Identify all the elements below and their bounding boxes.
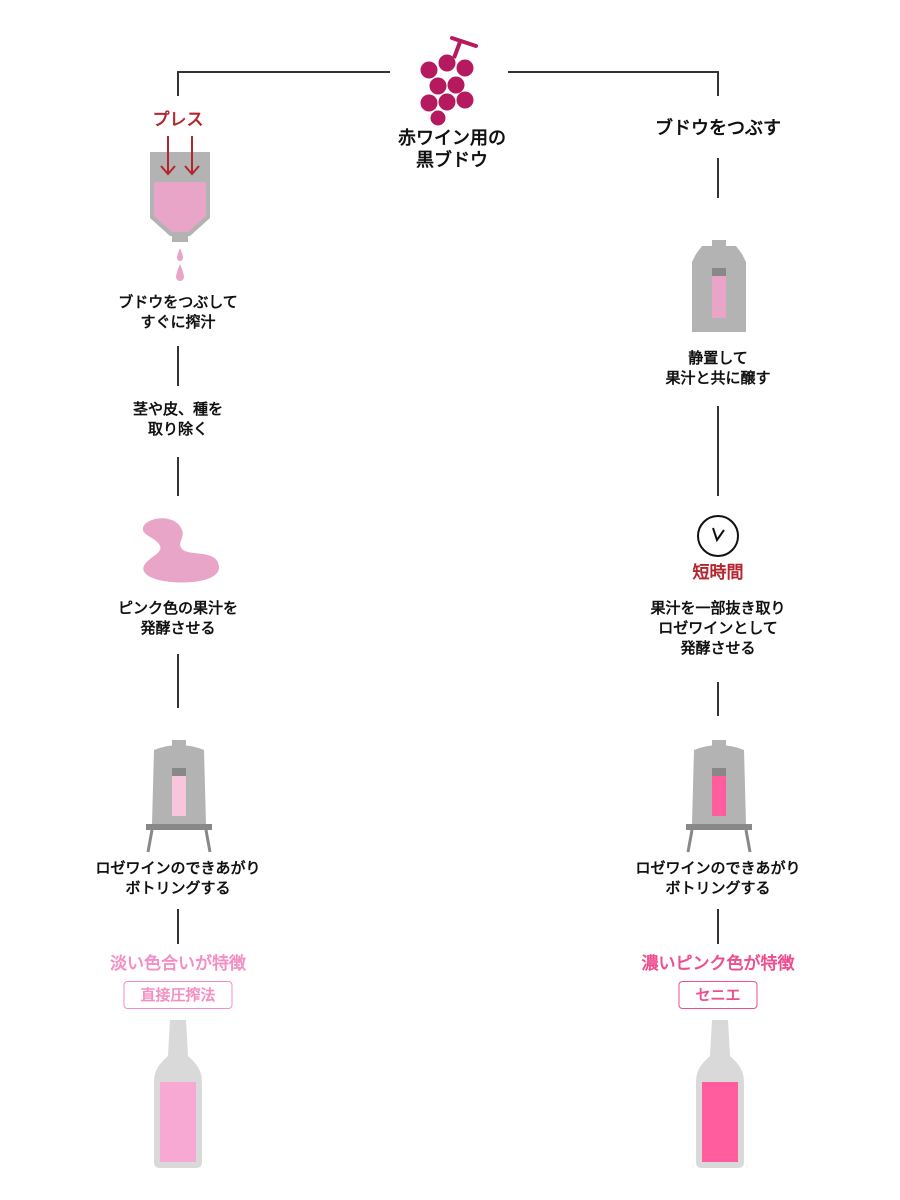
right-step-2: 静置して 果汁と共に醸す bbox=[665, 348, 770, 388]
fermenter-icon bbox=[684, 738, 754, 854]
right-feature: 濃いピンク色が特徴 bbox=[642, 954, 795, 974]
time-label: 短時間 bbox=[693, 563, 744, 583]
left-step-1-line-2: すぐに搾汁 bbox=[118, 312, 238, 332]
left-step-3-line-1: ピンク色の果汁を bbox=[118, 598, 238, 618]
press-label: プレス bbox=[153, 110, 204, 130]
right-step-4: ロゼワインのできあがり ボトリングする bbox=[635, 858, 800, 898]
left-step-4-line-1: ロゼワインのできあがり bbox=[95, 858, 260, 878]
right-step-3-line-1: 果汁を一部抜き取り bbox=[650, 598, 785, 618]
left-feature: 淡い色合いが特徴 bbox=[110, 954, 246, 974]
left-step-3: ピンク色の果汁を 発酵させる bbox=[118, 598, 238, 638]
left-step-2: 茎や皮、種を 取り除く bbox=[133, 399, 223, 439]
tank-icon bbox=[690, 238, 748, 336]
right-step-2-line-1: 静置して bbox=[665, 348, 770, 368]
left-step-4: ロゼワインのできあがり ボトリングする bbox=[95, 858, 260, 898]
bottle-icon bbox=[692, 1016, 748, 1172]
left-step-4-line-2: ボトリングする bbox=[95, 878, 260, 898]
bottle-icon bbox=[150, 1016, 206, 1172]
left-step-2-line-1: 茎や皮、種を bbox=[133, 399, 223, 419]
press-icon bbox=[148, 132, 212, 284]
left-step-2-line-2: 取り除く bbox=[133, 419, 223, 439]
puddle-icon bbox=[135, 512, 225, 584]
grape-title: 赤ワイン用の 黒ブドウ bbox=[398, 128, 506, 172]
connector-top-right bbox=[508, 72, 718, 96]
right-step-4-line-1: ロゼワインのできあがり bbox=[635, 858, 800, 878]
right-step-2-line-2: 果汁と共に醸す bbox=[665, 368, 770, 388]
left-step-1: ブドウをつぶして すぐに搾汁 bbox=[118, 292, 238, 332]
grape-title-line-2: 黒ブドウ bbox=[398, 150, 506, 172]
right-method-badge: セニエ bbox=[678, 981, 757, 1009]
right-step-3: 果汁を一部抜き取り ロゼワインとして 発酵させる bbox=[650, 598, 785, 658]
right-step-4-line-2: ボトリングする bbox=[635, 878, 800, 898]
drop-icon bbox=[176, 248, 184, 281]
right-step-3-line-2: ロゼワインとして bbox=[650, 618, 785, 638]
fermenter-icon bbox=[144, 738, 214, 854]
right-step-1: ブドウをつぶす bbox=[655, 118, 781, 140]
right-step-3-line-3: 発酵させる bbox=[650, 638, 785, 658]
left-step-3-line-2: 発酵させる bbox=[118, 618, 238, 638]
grape-title-line-1: 赤ワイン用の bbox=[398, 128, 506, 150]
grape-icon bbox=[412, 30, 492, 126]
left-step-1-line-1: ブドウをつぶして bbox=[118, 292, 238, 312]
connector-top-left bbox=[178, 72, 390, 96]
left-method-badge: 直接圧搾法 bbox=[123, 981, 232, 1009]
clock-icon bbox=[696, 514, 740, 558]
